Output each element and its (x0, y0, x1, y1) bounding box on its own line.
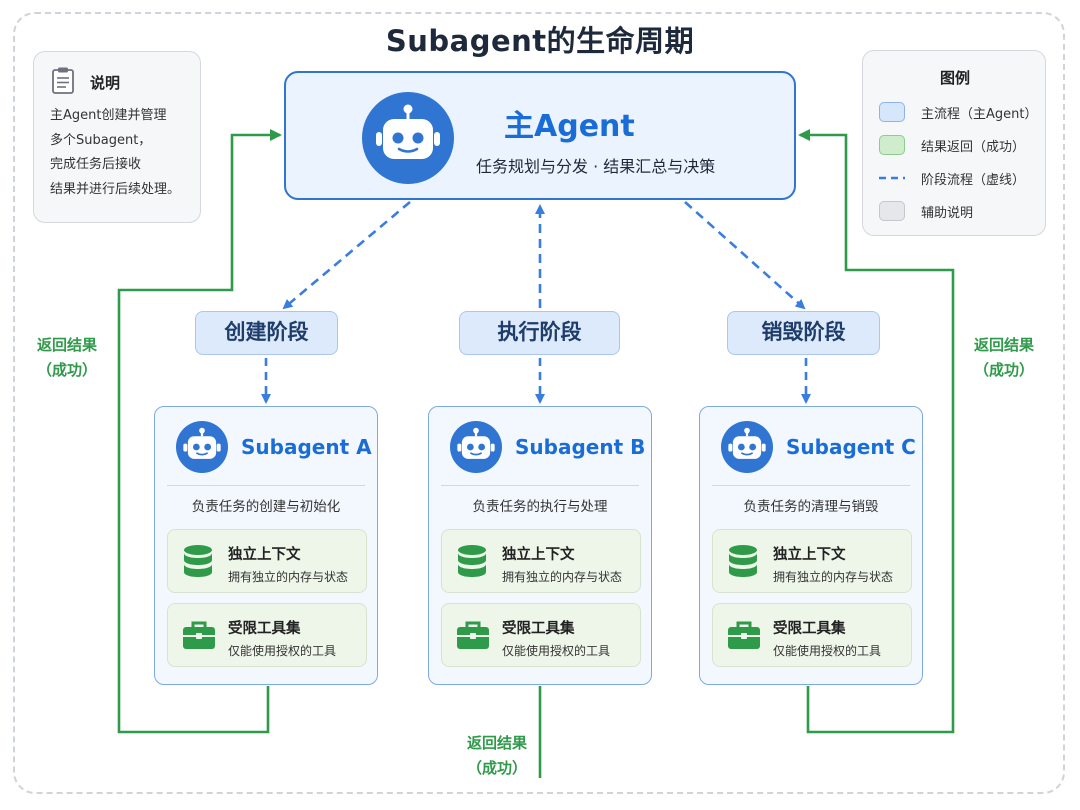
note-line: 结果并进行后续处理。 (50, 181, 181, 197)
diagram-frame (13, 12, 1065, 794)
legend-swatch-gray (879, 201, 905, 221)
legend-dashed-line (879, 168, 905, 188)
robot-icon (450, 421, 502, 477)
note-panel: 说明 主Agent创建并管理 多个Subagent， 完成任务后接收 结果并进行… (33, 51, 201, 223)
legend-label: 结果返回（成功） (921, 139, 1026, 155)
feature-tools: 受限工具集 仅能使用授权的工具 (712, 603, 912, 667)
stage-execute: 执行阶段 (459, 311, 620, 355)
diagram-title: Subagent的生命周期 (385, 24, 695, 58)
feature-context: 独立上下文 拥有独立的内存与状态 (712, 529, 912, 593)
subagent-name: Subagent B (515, 435, 646, 459)
legend-panel: 图例 主流程（主Agent） 结果返回（成功） 阶段流程（虚线） 辅助说明 (862, 50, 1046, 236)
feature-sub: 仅能使用授权的工具 (502, 644, 611, 658)
main-agent-desc: 任务规划与分发 · 结果汇总与决策 (476, 157, 716, 176)
feature-tools: 受限工具集 仅能使用授权的工具 (167, 603, 367, 667)
return-label-line2: （成功） (466, 759, 527, 777)
legend-title: 图例 (939, 69, 970, 87)
return-label-line1: 返回结果 (466, 734, 527, 752)
return-label-bottom: 返回结果 （成功） (457, 731, 537, 781)
note-line: 多个Subagent， (50, 132, 152, 148)
return-label-line1: 返回结果 (973, 336, 1034, 354)
return-path-a (117, 129, 282, 734)
legend-swatch-green (879, 135, 905, 155)
feature-sub: 拥有独立的内存与状态 (502, 570, 623, 584)
subagent-card-a: Subagent A 负责任务的创建与初始化 独立上下文 拥有独立的内存与状态 … (154, 406, 378, 685)
subagent-desc: 负责任务的清理与销毁 (743, 499, 879, 515)
feature-sub: 仅能使用授权的工具 (228, 644, 337, 658)
subagent-desc: 负责任务的创建与初始化 (191, 499, 341, 515)
return-path-c (798, 129, 955, 734)
stage-create: 创建阶段 (195, 311, 338, 355)
feature-context: 独立上下文 拥有独立的内存与状态 (441, 529, 641, 593)
database-icon (456, 544, 488, 584)
return-label-line2: （成功） (973, 361, 1034, 379)
flow-main-to-destroy (684, 201, 806, 310)
toolbox-icon (727, 618, 761, 656)
feature-title: 独立上下文 (773, 547, 846, 563)
subagent-card-c: Subagent C 负责任务的清理与销毁 独立上下文 拥有独立的内存与状态 受… (699, 406, 923, 685)
return-label-line1: 返回结果 (36, 336, 97, 354)
legend-label: 阶段流程（虚线） (921, 172, 1026, 188)
note-line: 主Agent创建并管理 (50, 108, 167, 123)
divider (441, 485, 639, 486)
stage-destroy: 销毁阶段 (727, 311, 880, 355)
return-label-line2: （成功） (36, 361, 97, 379)
feature-title: 独立上下文 (228, 547, 301, 563)
clipboard-icon (50, 66, 76, 98)
feature-title: 受限工具集 (502, 621, 575, 637)
return-label-right: 返回结果 （成功） (964, 333, 1044, 383)
feature-title: 受限工具集 (773, 621, 846, 637)
robot-icon (176, 421, 228, 477)
feature-sub: 拥有独立的内存与状态 (773, 570, 894, 584)
flow-main-to-create (282, 201, 411, 310)
toolbox-icon (182, 618, 216, 656)
main-agent-name: 主Agent (504, 109, 635, 144)
robot-icon (362, 92, 454, 188)
toolbox-icon (456, 618, 490, 656)
legend-item-main-flow: 主流程（主Agent） (879, 101, 1037, 123)
return-label-left: 返回结果 （成功） (27, 333, 107, 383)
subagent-desc: 负责任务的执行与处理 (472, 499, 608, 515)
legend-label: 主流程（主Agent） (921, 106, 1038, 122)
robot-icon (721, 421, 773, 477)
subagent-name: Subagent A (241, 435, 372, 459)
feature-title: 受限工具集 (228, 621, 301, 637)
feature-tools: 受限工具集 仅能使用授权的工具 (441, 603, 641, 667)
feature-sub: 仅能使用授权的工具 (773, 644, 882, 658)
note-line: 完成任务后接收 (50, 157, 142, 172)
database-icon (182, 544, 214, 584)
legend-item-return: 结果返回（成功） (879, 134, 1025, 156)
legend-item-aux: 辅助说明 (879, 200, 973, 222)
divider (167, 485, 365, 486)
divider (712, 485, 910, 486)
legend-swatch-blue (879, 102, 905, 122)
note-title: 说明 (90, 73, 121, 92)
feature-title: 独立上下文 (502, 547, 575, 563)
database-icon (727, 544, 759, 584)
subagent-card-b: Subagent B 负责任务的执行与处理 独立上下文 拥有独立的内存与状态 受… (428, 406, 652, 685)
feature-sub: 拥有独立的内存与状态 (228, 570, 349, 584)
feature-context: 独立上下文 拥有独立的内存与状态 (167, 529, 367, 593)
legend-label: 辅助说明 (921, 205, 974, 221)
main-agent-box: 主Agent 任务规划与分发 · 结果汇总与决策 (284, 71, 796, 200)
subagent-name: Subagent C (786, 435, 916, 459)
legend-item-dashed: 阶段流程（虚线） (879, 167, 1025, 189)
note-text: 主Agent创建并管理 多个Subagent， 完成任务后接收 结果并进行后续处… (50, 104, 180, 202)
